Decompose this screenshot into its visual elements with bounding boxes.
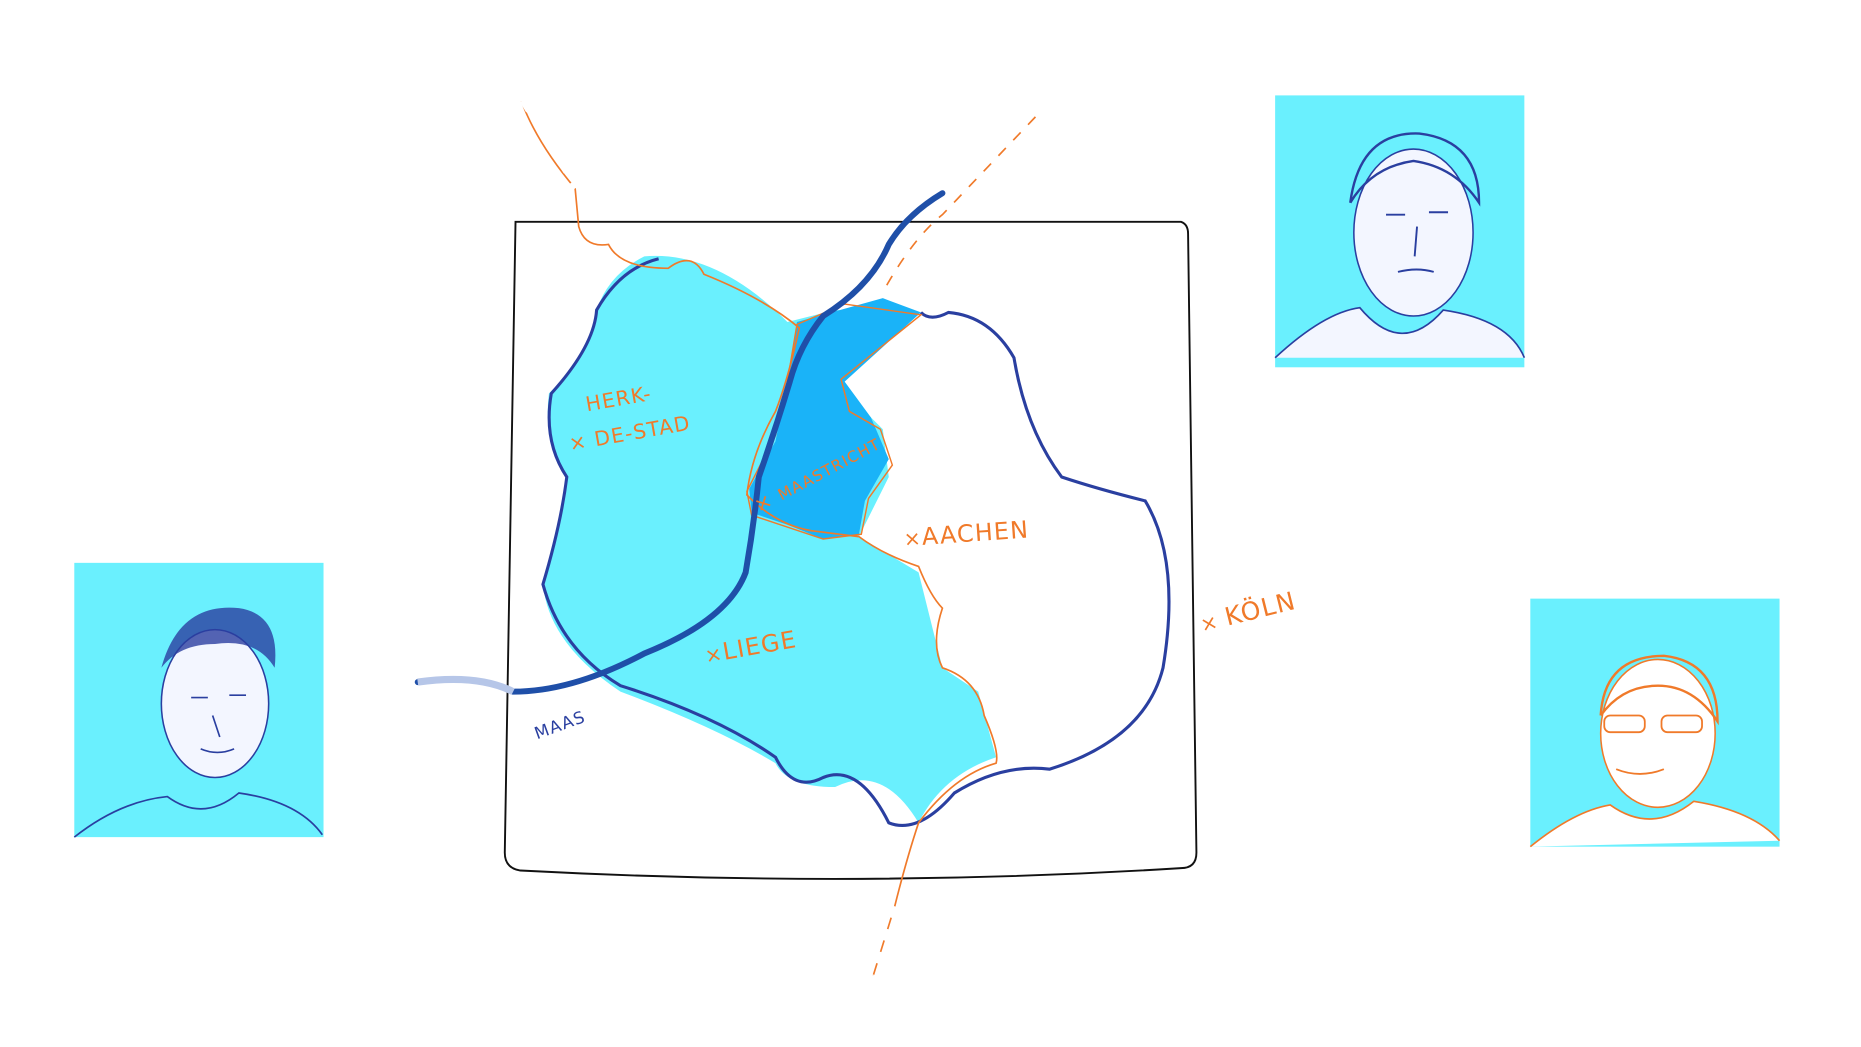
border-northeast	[882, 116, 1037, 293]
city-marker-herk: ×	[567, 428, 597, 456]
portrait-left	[73, 562, 324, 838]
label-koln: × KÖLN	[1197, 586, 1299, 638]
label-aachen: ×AACHEN	[903, 515, 1030, 552]
label-aachen-text: AACHEN	[921, 515, 1030, 550]
portrait-top-right	[1274, 95, 1526, 368]
river-maas	[414, 190, 946, 695]
city-marker-liege: ×	[703, 641, 725, 668]
national-border	[520, 101, 998, 976]
euregio-outline	[541, 257, 1171, 827]
portrait-bottom-right	[1529, 598, 1781, 848]
border-dashed-top	[519, 100, 577, 190]
map-frame	[503, 220, 1198, 880]
city-marker-aachen: ×	[903, 526, 923, 551]
glasses-icon	[1603, 714, 1646, 734]
river-fade	[417, 675, 515, 695]
label-river-maas: MAAS	[532, 707, 588, 743]
label-koln-text: KÖLN	[1222, 586, 1299, 632]
region-fill	[542, 255, 997, 823]
